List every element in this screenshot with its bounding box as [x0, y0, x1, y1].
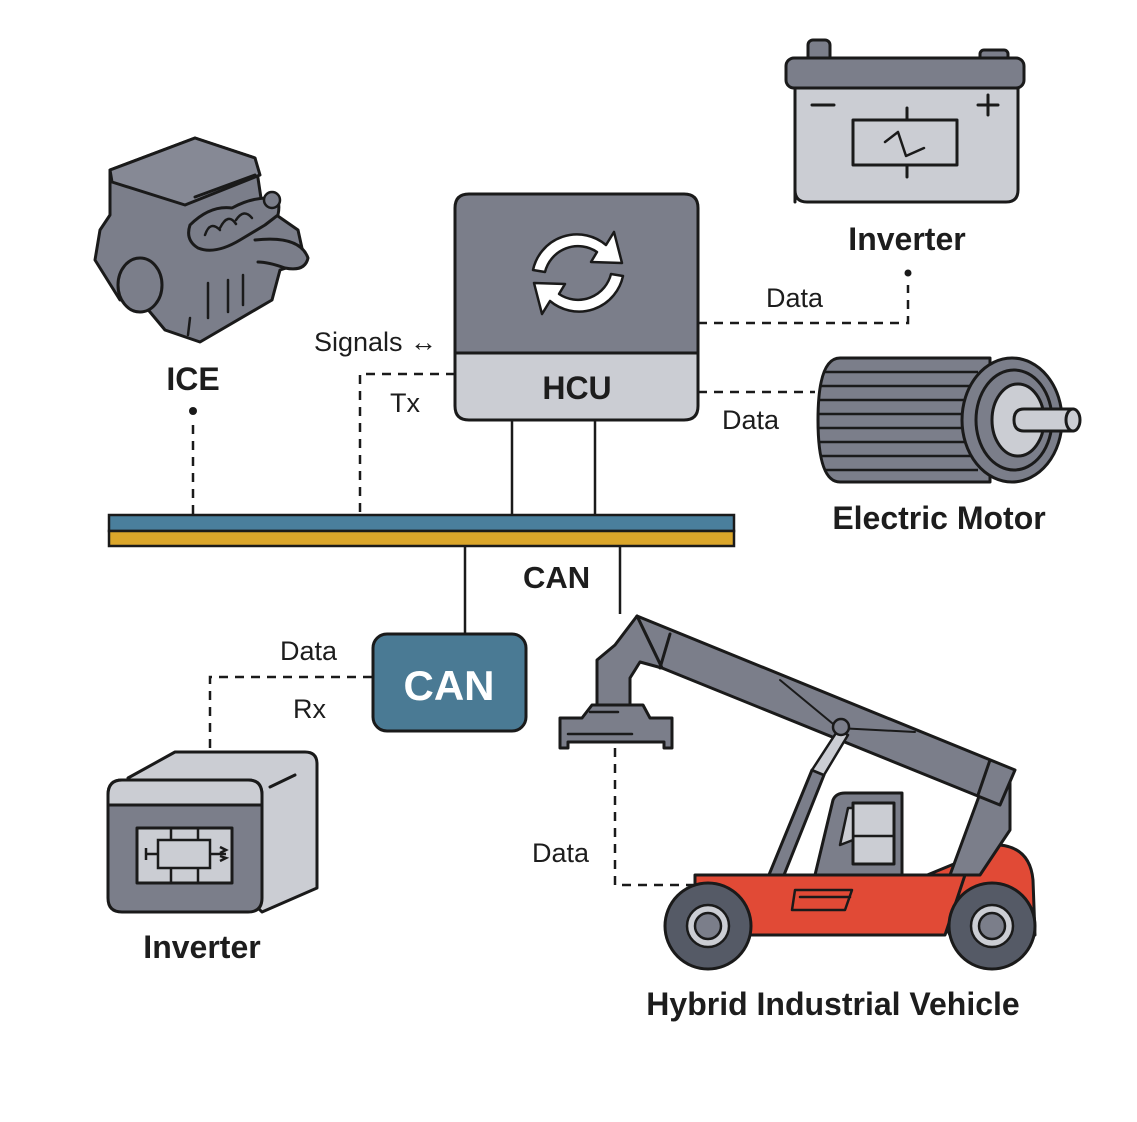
can-module	[371, 632, 528, 733]
can-bus-low-line	[107, 529, 736, 548]
inverter-connector-dot	[904, 269, 912, 277]
rx-label: Rx	[293, 694, 326, 724]
vehicle-label: Hybrid Industrial Vehicle	[646, 986, 1019, 1022]
engine-icon	[93, 136, 310, 344]
ice-label: ICE	[166, 361, 219, 397]
battery-icon	[784, 38, 1026, 204]
hcu-inverter-link	[698, 285, 910, 325]
inverter-bottom-label: Inverter	[143, 929, 260, 965]
sync-icon	[531, 230, 625, 316]
hcu-top-panel	[453, 192, 700, 355]
motor-icon	[816, 356, 1082, 484]
can-bus-label: CAN	[523, 560, 590, 595]
hcu-bottom-panel	[453, 351, 700, 422]
can-module-box	[371, 632, 528, 733]
inverter-top-label: Inverter	[848, 221, 965, 257]
electric-motor-label: Electric Motor	[832, 500, 1045, 536]
can-inverter-data-label: Data	[280, 636, 338, 666]
hcu-node	[453, 192, 700, 422]
can-inverter-link	[208, 675, 372, 748]
can-bus	[107, 513, 736, 548]
tx-label: Tx	[390, 388, 420, 418]
hcu-motor-data-label: Data	[722, 405, 780, 435]
signals-label: Signals ↔	[314, 327, 437, 357]
reach-stacker-icon	[558, 614, 1037, 971]
can-bus-high-line	[107, 513, 736, 533]
vehicle-data-link	[613, 748, 700, 887]
ice-connector-dot	[189, 407, 197, 415]
hcu-label: HCU	[542, 370, 611, 406]
can-module-label: CAN	[404, 662, 495, 709]
vehicle-data-label: Data	[532, 838, 590, 868]
hcu-inverter-data-label: Data	[766, 283, 824, 313]
connectors	[189, 269, 912, 887]
inverter-box-icon	[106, 750, 319, 914]
